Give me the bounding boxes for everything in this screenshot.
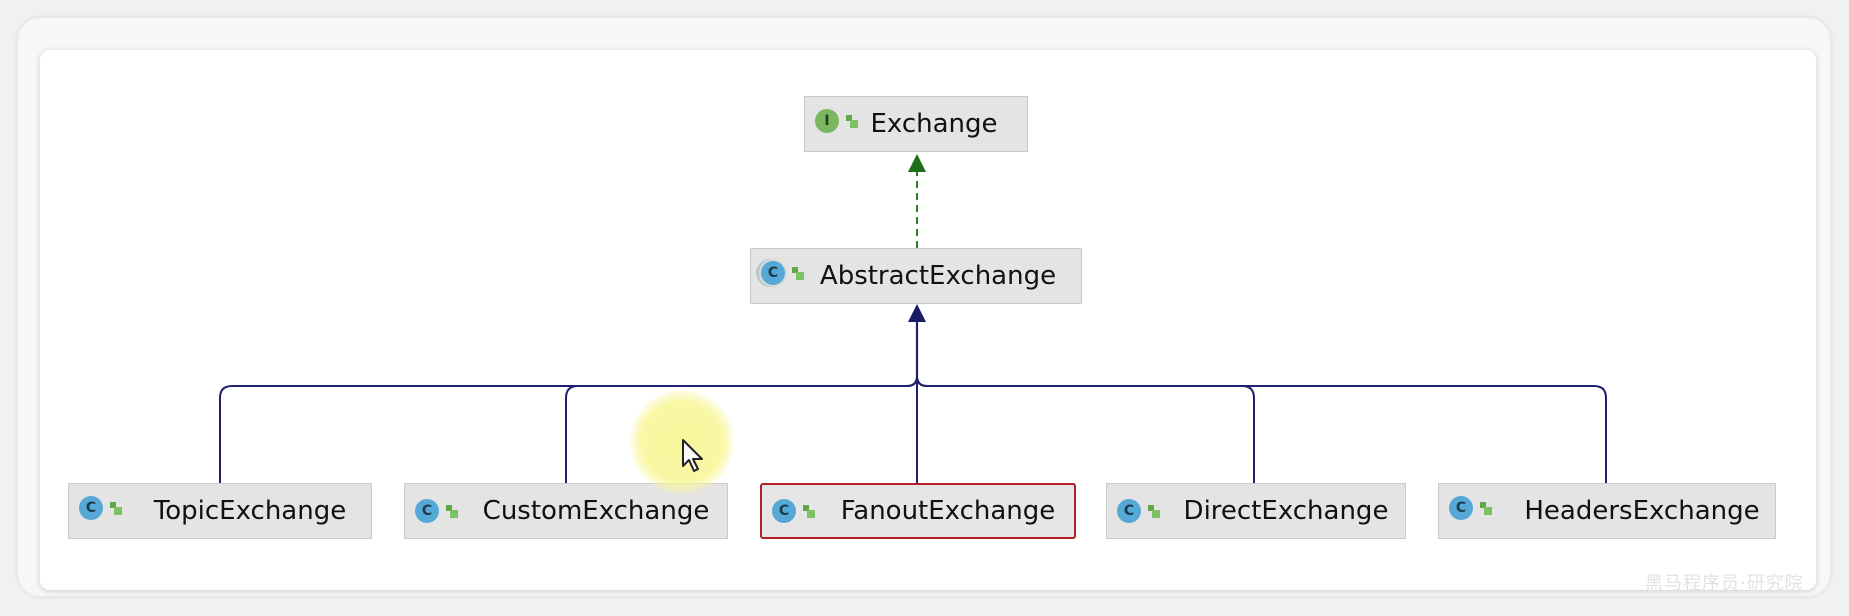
lock-icon bbox=[803, 504, 815, 518]
lock-icon bbox=[792, 266, 804, 280]
interface-icon: I bbox=[815, 109, 839, 133]
class-icon: C bbox=[79, 496, 103, 520]
abstract-class-icon: C bbox=[761, 261, 785, 285]
class-node-fanoutexchange[interactable]: C FanoutExchange bbox=[760, 483, 1076, 539]
class-name: TopicExchange bbox=[153, 496, 347, 526]
node-icons: I bbox=[815, 109, 858, 133]
class-node-customexchange[interactable]: C CustomExchange bbox=[404, 483, 728, 539]
class-name: HeadersExchange bbox=[1524, 496, 1760, 526]
class-node-headersexchange[interactable]: C HeadersExchange bbox=[1438, 483, 1776, 539]
mouse-pointer-icon bbox=[682, 439, 703, 472]
class-node-directexchange[interactable]: C DirectExchange bbox=[1106, 483, 1406, 539]
class-icon: C bbox=[1117, 499, 1141, 523]
class-name: CustomExchange bbox=[482, 496, 710, 526]
class-icon: C bbox=[772, 499, 796, 523]
class-icon: C bbox=[1449, 496, 1473, 520]
node-icons: C bbox=[79, 496, 122, 520]
class-name: Exchange bbox=[870, 109, 998, 139]
lock-icon bbox=[110, 501, 122, 515]
node-icons: C bbox=[415, 499, 458, 523]
class-node-exchange[interactable]: I Exchange bbox=[804, 96, 1028, 152]
node-icons: C bbox=[1117, 499, 1160, 523]
lock-icon bbox=[846, 114, 858, 128]
lock-icon bbox=[446, 504, 458, 518]
node-icons: C bbox=[1449, 496, 1492, 520]
node-icons: C bbox=[772, 499, 815, 523]
class-node-topicexchange[interactable]: C TopicExchange bbox=[68, 483, 372, 539]
node-icons: C bbox=[761, 261, 804, 285]
class-node-abstractexchange[interactable]: C AbstractExchange bbox=[750, 248, 1082, 304]
class-name: AbstractExchange bbox=[819, 261, 1057, 291]
class-name: DirectExchange bbox=[1183, 496, 1389, 526]
watermark: 黑马程序员·研究院 bbox=[1645, 573, 1804, 594]
lock-icon bbox=[1148, 504, 1160, 518]
class-name: FanoutExchange bbox=[840, 496, 1056, 526]
class-icon: C bbox=[415, 499, 439, 523]
lock-icon bbox=[1480, 501, 1492, 515]
